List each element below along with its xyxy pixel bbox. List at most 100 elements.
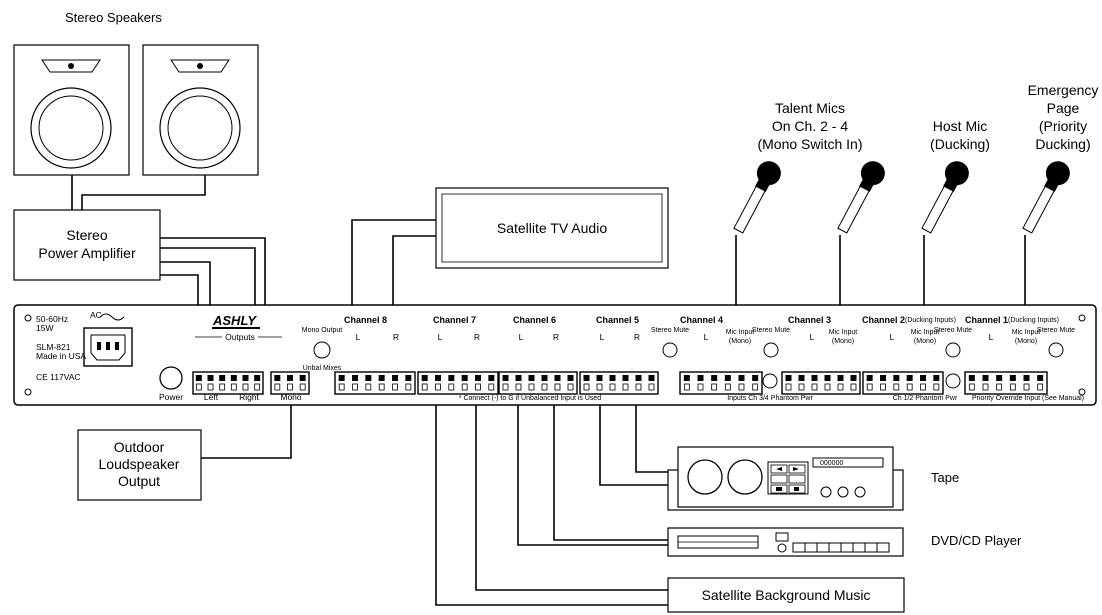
stereo-mute-knob-ch1[interactable] (1048, 342, 1064, 358)
terminal-ch8[interactable] (334, 371, 416, 395)
terminal-screw[interactable] (502, 375, 509, 381)
terminal-screw[interactable] (811, 375, 818, 381)
terminal-screw[interactable] (785, 375, 792, 381)
terminal-screw[interactable] (850, 375, 857, 381)
terminal-screw[interactable] (195, 375, 202, 381)
terminal-screw[interactable] (1037, 375, 1044, 381)
terminal-port (866, 383, 873, 391)
terminal-screw[interactable] (541, 375, 548, 381)
terminal-screw[interactable] (683, 375, 690, 381)
terminal-port (711, 383, 718, 391)
terminal-port (824, 383, 831, 391)
terminal-ch1[interactable] (964, 371, 1048, 395)
terminal-screw[interactable] (230, 375, 237, 381)
terminal-screw[interactable] (798, 375, 805, 381)
tape-knob-2[interactable] (837, 486, 849, 498)
terminal-screw[interactable] (596, 375, 603, 381)
stereo-mute-knob-ch3[interactable] (763, 342, 779, 358)
terminal-outputs-lr[interactable] (192, 371, 264, 395)
svg-text:Mic Input: Mic Input (1012, 329, 1040, 336)
terminal-screw[interactable] (738, 375, 745, 381)
stop-icon[interactable] (794, 487, 799, 491)
terminal-screw[interactable] (242, 375, 249, 381)
terminal-screw[interactable] (461, 375, 468, 381)
terminal-screw[interactable] (554, 375, 561, 381)
terminal-screw[interactable] (287, 375, 293, 381)
terminal-screw[interactable] (920, 375, 926, 381)
tape-knob-1[interactable] (820, 486, 832, 498)
terminal-ch2[interactable] (862, 371, 944, 395)
terminal-screw[interactable] (906, 375, 913, 381)
rewind-icon[interactable] (776, 467, 782, 471)
terminal-screw[interactable] (475, 375, 481, 381)
terminal-screw[interactable] (933, 375, 940, 381)
pause-icon[interactable] (776, 487, 782, 491)
terminal-screw[interactable] (996, 375, 1003, 381)
dvd-cd-label: DVD/CD Player (931, 533, 1022, 548)
terminal-screw[interactable] (567, 375, 574, 381)
tape-counter: 000000 (820, 460, 843, 467)
terminal-screw[interactable] (893, 375, 900, 381)
phantom-switch-ch12[interactable] (945, 373, 961, 389)
terminal-port (738, 383, 745, 391)
mono-output-knob[interactable] (313, 341, 331, 359)
ac-wave-icon (99, 313, 125, 321)
terminal-port (996, 383, 1003, 391)
terminal-screw[interactable] (622, 375, 629, 381)
terminal-screw[interactable] (528, 375, 535, 381)
terminal-screw[interactable] (824, 375, 831, 381)
terminal-screw[interactable] (609, 375, 616, 381)
terminal-screw[interactable] (378, 375, 385, 381)
play-icon[interactable] (793, 467, 799, 471)
terminal-ch6[interactable] (498, 371, 578, 395)
stereo-mute-knob-ch4[interactable] (662, 342, 678, 358)
terminal-port (880, 383, 886, 391)
phantom-switch-ch34[interactable] (762, 373, 778, 389)
terminal-screw[interactable] (207, 375, 214, 381)
terminal-screw[interactable] (982, 375, 989, 381)
terminal-screw[interactable] (1023, 375, 1030, 381)
terminal-output-mono[interactable] (270, 371, 310, 395)
terminal-screw[interactable] (866, 375, 873, 381)
terminal-screw[interactable] (488, 375, 495, 381)
terminal-screw[interactable] (254, 375, 261, 381)
terminal-screw[interactable] (219, 375, 226, 381)
output-left-label: Left (204, 392, 219, 402)
terminal-screw[interactable] (299, 375, 306, 381)
terminal-ch7[interactable] (417, 371, 499, 395)
terminal-port (365, 383, 372, 391)
power-switch[interactable] (159, 366, 183, 390)
stereo-mute-knob-ch2[interactable] (945, 342, 961, 358)
terminal-port (635, 383, 642, 391)
terminal-screw[interactable] (583, 375, 590, 381)
dvd-power-button[interactable] (777, 543, 787, 553)
terminal-screw[interactable] (435, 375, 441, 381)
terminal-screw[interactable] (421, 375, 428, 381)
terminal-screw[interactable] (392, 375, 398, 381)
terminal-screw[interactable] (405, 375, 412, 381)
terminal-screw[interactable] (880, 375, 886, 381)
terminal-screw[interactable] (352, 375, 358, 381)
terminal-port (502, 383, 509, 391)
svg-text:L: L (890, 332, 895, 342)
tape-knob-3[interactable] (854, 486, 866, 498)
talent-mics-label: Talent Mics On Ch. 2 - 4 (Mono Switch In… (757, 100, 862, 152)
terminal-screw[interactable] (648, 375, 655, 381)
terminal-screw[interactable] (448, 375, 455, 381)
terminal-screw[interactable] (724, 375, 731, 381)
terminal-screw[interactable] (1009, 375, 1016, 381)
terminal-screw[interactable] (752, 375, 759, 381)
terminal-screw[interactable] (837, 375, 844, 381)
terminal-ch4[interactable] (679, 371, 763, 395)
terminal-screw[interactable] (968, 375, 975, 381)
freq-label: 50-60Hz (36, 314, 68, 324)
terminal-screw[interactable] (274, 375, 281, 381)
terminal-ch3[interactable] (781, 371, 861, 395)
terminal-screw[interactable] (338, 375, 345, 381)
terminal-screw[interactable] (515, 375, 522, 381)
terminal-ch5[interactable] (579, 371, 659, 395)
terminal-screw[interactable] (711, 375, 718, 381)
terminal-screw[interactable] (635, 375, 642, 381)
terminal-screw[interactable] (365, 375, 372, 381)
terminal-screw[interactable] (697, 375, 704, 381)
